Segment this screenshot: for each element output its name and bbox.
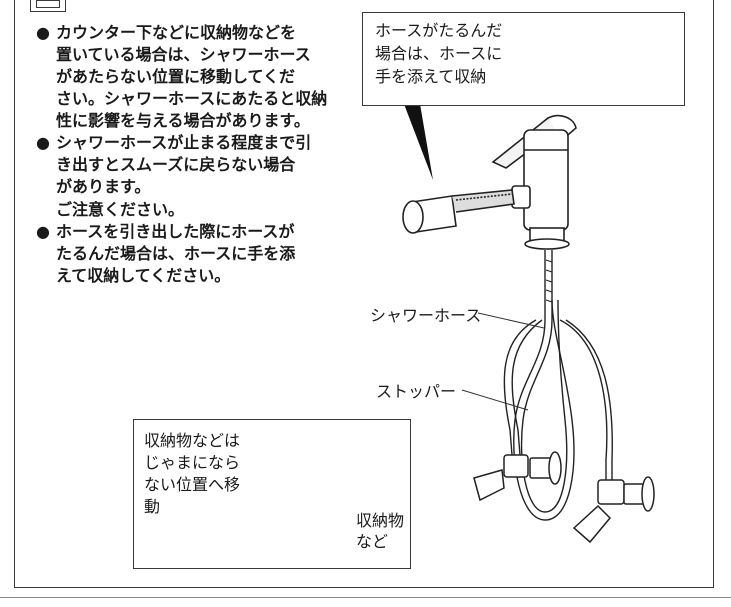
note-line: があります。 — [56, 177, 151, 196]
caution-notes: ● カウンター下などに収納物などを 置いている場合は、シャワーホース があたらな… — [36, 22, 346, 287]
callout-line: 手を添えて収納 — [375, 67, 487, 86]
callout-line: ホースがたるんだ — [375, 21, 503, 40]
note-item: ● シャワーホースが止まる程度まで引 き出すとスムーズに戻らない場合 があります… — [36, 132, 346, 221]
item-label-line: 収納物 — [356, 511, 405, 530]
caution-tab-icon — [30, 0, 66, 12]
note-item: ● カウンター下などに収納物などを 置いている場合は、シャワーホース があたらな… — [36, 22, 346, 132]
spray-head-icon — [402, 189, 515, 234]
page-bottom-rule — [0, 597, 731, 598]
storage-line: ない位置へ移 — [144, 475, 241, 494]
note-line: ホースを引き出した際にホースが — [56, 222, 295, 241]
bullet-icon: ● — [36, 133, 50, 152]
storage-line: じゃまになら — [144, 453, 241, 472]
item-label-line: など — [356, 532, 389, 551]
supply-pipe-icon — [503, 319, 613, 480]
note-extra-line: ご注意ください。 — [56, 200, 185, 219]
callout-pointer — [404, 104, 433, 180]
bullet-icon: ● — [36, 222, 50, 241]
shower-hose-label: シャワーホース — [370, 306, 482, 325]
note-line: き出すとスムーズに戻らない場合 — [56, 155, 296, 174]
stopper-leader — [461, 389, 529, 411]
callout-line: 場合は、ホースに — [375, 44, 503, 63]
faucet-icon — [491, 114, 577, 250]
illustration-frame — [14, 0, 714, 588]
note-line: 性に影響を与える場合があります。 — [56, 111, 310, 130]
note-item: ● ホースを引き出した際にホースが たるんだ場合は、ホースに手を添 えて収納して… — [36, 221, 346, 287]
note-line: があたらない位置に移動してくだ — [56, 67, 296, 86]
bullet-icon: ● — [36, 23, 50, 42]
storage-line: 収納物などは — [144, 431, 241, 450]
tip-callout: ホースがたるんだ 場合は、ホースに 手を添えて収納 — [362, 12, 685, 106]
storage-line: 動 — [144, 497, 161, 516]
stopper-label: ストッパー — [376, 382, 457, 401]
note-line: さい。シャワーホースにあたると収納 — [56, 89, 328, 108]
valve-icon — [473, 451, 655, 544]
note-line: 置いている場合は、シャワーホース — [56, 45, 311, 64]
note-line: えて収納してください。 — [56, 266, 231, 285]
shower-hose-leader — [477, 312, 545, 329]
note-line: シャワーホースが止まる程度まで引 — [56, 133, 312, 152]
storage-tip-box: 収納物などは じゃまになら ない位置へ移 動 収納物 など — [133, 419, 411, 569]
note-line: カウンター下などに収納物などを — [56, 23, 297, 42]
note-line: たるんだ場合は、ホースに手を添 — [56, 244, 296, 263]
shower-hose-icon — [513, 250, 575, 521]
